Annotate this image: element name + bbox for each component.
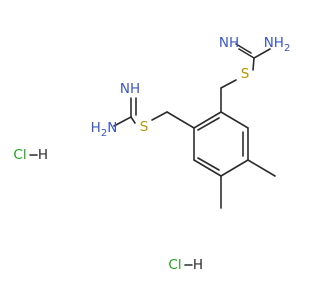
- ring-bond: [197, 117, 220, 131]
- nh-label-top: NH: [219, 35, 239, 51]
- ring-bond: [197, 157, 220, 171]
- ring-bond: [193, 159, 222, 177]
- hydrogen-label-1: H: [38, 147, 48, 163]
- h2n-label-left: H2N: [91, 120, 118, 139]
- amidine-bond: [113, 116, 132, 127]
- sulfur-label-left: S: [140, 119, 149, 135]
- hydrogen-label-2: H: [193, 257, 203, 273]
- ring-bond: [220, 111, 249, 129]
- molecule-structure: NH NH2 S NH H2N S Cl H Cl H: [13, 35, 290, 273]
- ring-bond: [193, 111, 222, 129]
- s-bond: [130, 116, 136, 124]
- nh2-label-top: NH2: [264, 35, 291, 54]
- amidine-double-bond: [238, 48, 255, 59]
- label-layer: NH NH2 S NH H2N S Cl H Cl H: [13, 35, 290, 273]
- h2n-label-left-h: H: [91, 120, 101, 136]
- nh2-label-top-sub: 2: [284, 43, 290, 54]
- s-bond: [151, 111, 168, 121]
- s-bond: [220, 79, 237, 89]
- methyl-bond: [247, 159, 276, 177]
- ch2-bond: [166, 111, 195, 129]
- nh2-label-top-main: NH: [264, 35, 284, 51]
- sulfur-label-top: S: [241, 66, 250, 82]
- h2n-label-left-sub: 2: [101, 128, 107, 139]
- ring-bond: [220, 159, 249, 177]
- amidine-double-bond: [235, 43, 252, 54]
- h2n-label-left-n: N: [107, 120, 117, 136]
- nh-label-left: NH: [120, 81, 140, 97]
- bond-layer: [29, 43, 276, 266]
- amidine-bond: [253, 48, 271, 59]
- chlorine-label-1: Cl: [13, 147, 26, 163]
- s-bond: [252, 57, 255, 71]
- chlorine-label-2: Cl: [168, 257, 181, 273]
